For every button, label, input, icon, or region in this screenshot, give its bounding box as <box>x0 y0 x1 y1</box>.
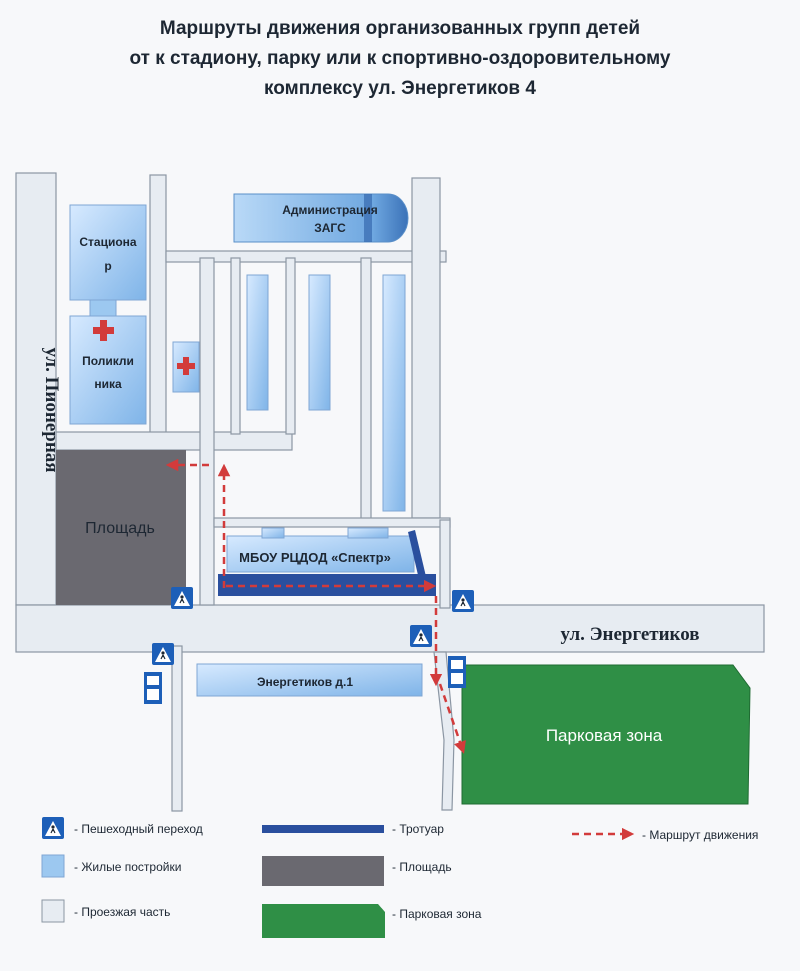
hospital-label-1: Стациона <box>79 235 137 249</box>
crossing-sign-icon <box>451 589 475 613</box>
street-label-energetikov: ул. Энергетиков <box>560 624 699 645</box>
bus-stop-sign-icon <box>144 672 162 704</box>
legend-roadway-label: - Проезжая часть <box>74 905 170 919</box>
square-area <box>56 450 186 605</box>
legend-route-label: - Маршрут движения <box>642 828 758 842</box>
house-label: Энергетиков д.1 <box>257 675 353 689</box>
legend-roadway-swatch <box>41 899 65 923</box>
clinic-label-2: ника <box>94 377 122 391</box>
internal-road-2 <box>55 431 293 451</box>
title-line-2: от к стадиону, парку или к спортивно-озд… <box>129 48 671 69</box>
title-line-3: комплексу ул. Энергетиков 4 <box>264 78 536 99</box>
residential-building-1 <box>246 274 269 411</box>
building-connector <box>89 299 117 317</box>
legend-residential-label: - Жилые постройки <box>74 860 181 874</box>
legend-residential-swatch <box>41 854 65 878</box>
school-building <box>226 535 415 573</box>
legend-crossing-icon <box>41 816 65 840</box>
internal-road-1 <box>149 174 167 434</box>
square-label: Площадь <box>85 520 155 537</box>
crossing-sign-icon <box>151 642 175 666</box>
internal-road-5 <box>230 257 241 435</box>
school-label: МБОУ РЦДОД «Спектр» <box>239 550 391 565</box>
school-wing-2 <box>347 527 389 539</box>
crossing-sign-icon <box>409 624 433 648</box>
title-line-1: Маршруты движения организованных групп д… <box>159 18 641 39</box>
internal-road-3 <box>165 250 447 263</box>
internal-road-8 <box>411 177 441 519</box>
street-label-pionernaya: ул. Пионерная <box>41 347 62 472</box>
legend-park-swatch <box>262 904 385 938</box>
legend-sidewalk-swatch <box>262 825 384 833</box>
clinic-label-1: Поликли <box>82 354 134 368</box>
school-wing-dark <box>408 530 428 588</box>
admin-label-1: Администрация <box>282 203 377 217</box>
legend-square-label: - Площадь <box>392 860 452 874</box>
residential-building-2 <box>308 274 331 411</box>
school-wing-1 <box>261 527 285 539</box>
house-building <box>196 663 423 697</box>
sidewalk-left-lower <box>171 645 183 812</box>
internal-road-7 <box>360 257 372 521</box>
road-energetikov <box>15 604 765 653</box>
bus-stop-sign-icon <box>448 656 466 688</box>
admin-label-2: ЗАГС <box>314 221 346 235</box>
hospital-label-2: р <box>104 259 111 273</box>
internal-road-10 <box>439 519 451 609</box>
road-pionernaya <box>15 172 57 606</box>
crossing-sign-icon <box>170 586 194 610</box>
map-title: Маршруты движения организованных групп д… <box>0 14 800 104</box>
legend-square-swatch <box>262 856 384 886</box>
legend: - Пешеходный переход - Жилые постройки -… <box>41 816 758 938</box>
red-cross-icon <box>177 357 195 375</box>
residential-building-3 <box>382 274 406 512</box>
internal-road-4 <box>199 257 215 606</box>
sidewalk-right-lower <box>433 651 455 811</box>
park-label: Парковая зона <box>546 726 663 745</box>
hospital-building <box>69 204 147 301</box>
legend-crossing-label: - Пешеходный переход <box>74 822 203 836</box>
red-cross-icon <box>93 320 114 341</box>
legend-park-label: - Парковая зона <box>392 907 482 921</box>
internal-road-6 <box>285 257 296 435</box>
legend-sidewalk-label: - Тротуар <box>392 822 444 836</box>
admin-building <box>233 193 409 243</box>
internal-road-9 <box>213 517 451 528</box>
park-area <box>461 664 751 805</box>
